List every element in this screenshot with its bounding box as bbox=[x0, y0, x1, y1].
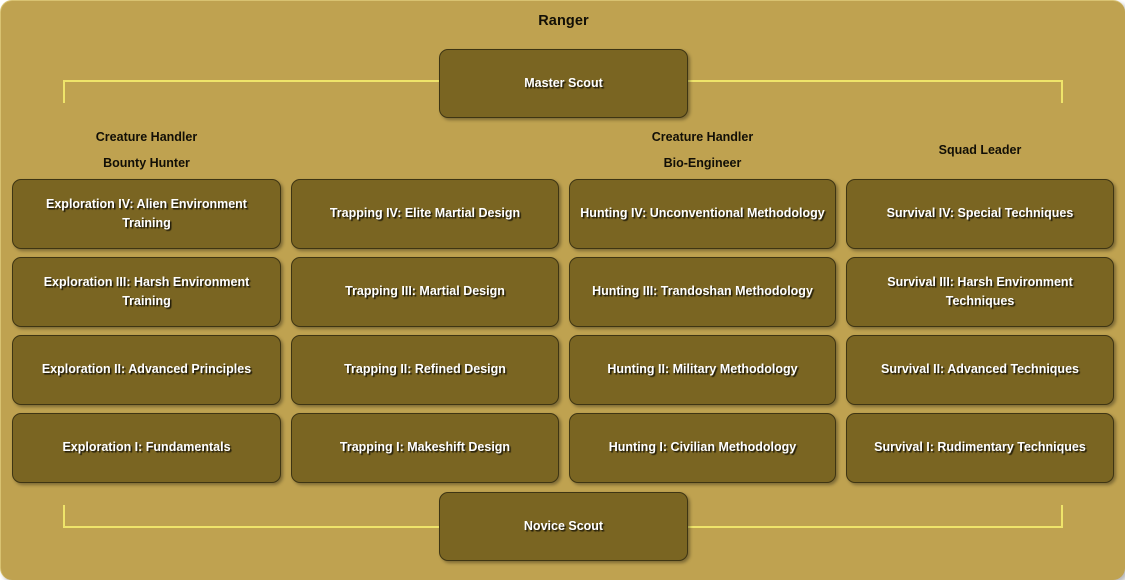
skill-box[interactable]: Exploration I: Fundamentals bbox=[12, 413, 281, 483]
skill-box[interactable]: Hunting I: Civilian Methodology bbox=[569, 413, 836, 483]
skill-box[interactable]: Trapping I: Makeshift Design bbox=[291, 413, 559, 483]
milestone-novice-scout[interactable]: Novice Scout bbox=[439, 492, 688, 561]
milestone-master-scout[interactable]: Master Scout bbox=[439, 49, 688, 118]
skill-box[interactable]: Exploration IV: Alien Environment Traini… bbox=[12, 179, 281, 249]
column-header-exploration: Creature Handler Bounty Hunter bbox=[12, 131, 281, 169]
column-header-survival: Squad Leader bbox=[846, 144, 1114, 157]
skill-box[interactable]: Trapping III: Martial Design bbox=[291, 257, 559, 327]
column-header-line: Creature Handler bbox=[651, 130, 754, 144]
skill-box[interactable]: Exploration II: Advanced Principles bbox=[12, 335, 281, 405]
column-header-line: Creature Handler bbox=[95, 130, 198, 144]
skill-box[interactable]: Hunting IV: Unconventional Methodology bbox=[569, 179, 836, 249]
column-header-line: Bio-Engineer bbox=[663, 155, 742, 170]
skill-box[interactable]: Trapping IV: Elite Martial Design bbox=[291, 179, 559, 249]
page-title: Ranger bbox=[538, 13, 589, 29]
skill-box[interactable]: Survival III: Harsh Environment Techniqu… bbox=[846, 257, 1114, 327]
skill-box[interactable]: Hunting II: Military Methodology bbox=[569, 335, 836, 405]
skill-box[interactable]: Survival IV: Special Techniques bbox=[846, 179, 1114, 249]
column-header-line: Bounty Hunter bbox=[103, 155, 190, 170]
skill-box[interactable]: Exploration III: Harsh Environment Train… bbox=[12, 257, 281, 327]
skill-box[interactable]: Survival II: Advanced Techniques bbox=[846, 335, 1114, 405]
skill-box[interactable]: Survival I: Rudimentary Techniques bbox=[846, 413, 1114, 483]
column-header-line: Squad Leader bbox=[938, 143, 1022, 157]
column-header-hunting: Creature Handler Bio-Engineer bbox=[569, 131, 836, 169]
skill-box[interactable]: Hunting III: Trandoshan Methodology bbox=[569, 257, 836, 327]
skill-box[interactable]: Trapping II: Refined Design bbox=[291, 335, 559, 405]
